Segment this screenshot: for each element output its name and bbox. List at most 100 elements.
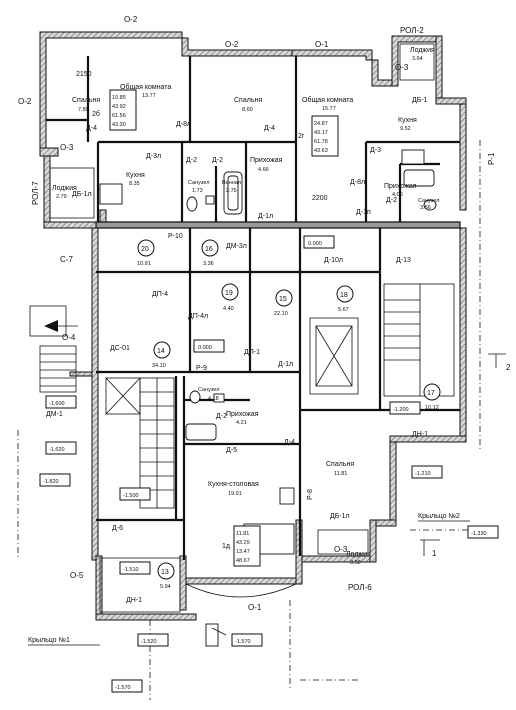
room-area: 1.73 xyxy=(192,188,203,194)
axis-tag: О-1 xyxy=(315,40,329,49)
svg-text:ДБ-1: ДБ-1 xyxy=(412,97,428,104)
svg-text:61.56: 61.56 xyxy=(112,113,126,119)
svg-text:17: 17 xyxy=(427,390,435,397)
room-name: Прихожая xyxy=(384,183,417,190)
svg-text:48.67: 48.67 xyxy=(236,558,250,564)
room-area: 4.66 xyxy=(258,167,269,173)
elevator-shaft xyxy=(309,317,359,395)
apartment-table-a: 10.85 43.92 61.56 43.30 2б xyxy=(92,89,137,131)
axis-tag: РОЛ-2 xyxy=(400,26,424,35)
axis-tag: О-3 xyxy=(334,545,348,554)
axis-tag: С-7 xyxy=(60,255,73,264)
svg-text:ДС-01: ДС-01 xyxy=(110,345,130,352)
room-area: 15.77 xyxy=(322,106,336,112)
svg-text:43.30: 43.30 xyxy=(112,122,126,128)
staircase-outer-left xyxy=(29,305,77,393)
svg-text:18: 18 xyxy=(340,292,348,299)
room-area: 11.81 xyxy=(334,471,347,477)
svg-text:15: 15 xyxy=(279,296,287,303)
svg-text:-1.820: -1.820 xyxy=(43,479,59,485)
room-name: Спальня xyxy=(326,461,354,468)
svg-text:ДМ-1: ДМ-1 xyxy=(46,411,63,418)
svg-text:Д-2: Д-2 xyxy=(386,197,397,204)
svg-text:Д-1п: Д-1п xyxy=(356,209,371,216)
axis-tag: О-2 xyxy=(124,15,138,24)
svg-text:-1.210: -1.210 xyxy=(415,471,431,477)
svg-text:-1.600: -1.600 xyxy=(49,401,65,407)
svg-text:10.85: 10.85 xyxy=(112,95,126,101)
misc-labels: Крыльцо №1 Крыльцо №2 1 2 xyxy=(28,320,511,647)
room-area: 7.80 xyxy=(78,107,89,113)
room-name: Прихожая xyxy=(226,411,259,418)
svg-text:43.17: 43.17 xyxy=(314,130,328,136)
level-marks: 0.000 0.000 -1.600 -1.620 -1.820 -1.500 … xyxy=(39,235,499,693)
svg-text:ДБ-1л: ДБ-1л xyxy=(72,191,92,198)
svg-text:ДБ-1л: ДБ-1л xyxy=(330,513,350,520)
svg-text:14: 14 xyxy=(157,348,165,355)
svg-text:2200: 2200 xyxy=(312,195,328,202)
svg-text:Д-1л: Д-1л xyxy=(258,213,273,220)
section-mark-2: 2 xyxy=(506,363,511,372)
svg-text:Д-10л: Д-10л xyxy=(324,257,343,264)
svg-text:0.000: 0.000 xyxy=(198,345,212,351)
svg-text:-1.620: -1.620 xyxy=(49,447,65,453)
room-area: 3.56 xyxy=(420,205,431,211)
room-area: 4.21 xyxy=(236,420,247,426)
svg-text:ДН-1: ДН-1 xyxy=(126,597,142,604)
room-area: 19.91 xyxy=(228,491,242,497)
room-area: 3.64 xyxy=(412,56,423,62)
room-name: Кухня-столовая xyxy=(208,481,259,488)
axis-tag: О-1 xyxy=(248,603,262,612)
axis-tag: О-3 xyxy=(60,143,74,152)
room-area: 4.00 xyxy=(392,192,403,198)
svg-text:16: 16 xyxy=(205,246,213,253)
axis-tag: О-5 xyxy=(70,571,84,580)
axis-tag: Р-1 xyxy=(487,152,496,165)
svg-text:Д-8л: Д-8л xyxy=(176,121,191,128)
fixtures xyxy=(99,149,437,555)
svg-text:2150: 2150 xyxy=(76,71,92,78)
svg-text:Д-4: Д-4 xyxy=(86,125,97,132)
svg-text:1д: 1д xyxy=(222,543,230,550)
porch-2-label: Крыльцо №2 xyxy=(418,513,460,520)
svg-text:19: 19 xyxy=(225,290,233,297)
svg-text:13: 13 xyxy=(161,569,169,576)
svg-text:43.29: 43.29 xyxy=(236,540,250,546)
svg-text:Д-4: Д-4 xyxy=(284,439,295,446)
svg-text:13.47: 13.47 xyxy=(236,549,250,555)
svg-text:ДМ-3л: ДМ-3л xyxy=(226,243,247,250)
svg-text:-1.570: -1.570 xyxy=(235,639,251,645)
axis-tag: О-2 xyxy=(225,40,239,49)
room-name: Кухня xyxy=(398,117,417,124)
room-area: 8.35 xyxy=(129,181,140,187)
svg-text:Д-3л: Д-3л xyxy=(146,153,161,160)
axis-tag: РОЛ-7 xyxy=(31,181,40,205)
svg-text:11.81: 11.81 xyxy=(236,531,249,537)
svg-text:22.10: 22.10 xyxy=(274,311,288,317)
svg-text:0.000: 0.000 xyxy=(308,241,322,247)
room-name: Общая комната xyxy=(120,83,171,91)
axis-tag: О-4 xyxy=(62,333,76,342)
svg-text:Д-1л: Д-1л xyxy=(278,361,293,368)
svg-text:4.40: 4.40 xyxy=(223,306,234,312)
room-area: 2.75 xyxy=(226,188,237,194)
room-name: Санузел xyxy=(418,198,439,204)
svg-text:Д-6: Д-6 xyxy=(112,525,123,532)
room-name: Общая комната xyxy=(302,96,353,104)
room-numbers: 20 10.91 16 3.36 19 4.40 15 22.10 18 5.6… xyxy=(137,239,441,590)
svg-text:Д-8л: Д-8л xyxy=(350,179,365,186)
apartment-table-b: 24.87 43.17 61.78 43.63 2г xyxy=(298,115,339,157)
room-name: Лоджия xyxy=(52,185,77,192)
svg-text:43.63: 43.63 xyxy=(314,148,328,154)
svg-text:Р-8: Р-8 xyxy=(307,489,314,500)
section-mark-1: 1 xyxy=(432,549,437,558)
room-name: Санузел xyxy=(198,387,219,393)
svg-text:5.94: 5.94 xyxy=(160,584,171,590)
svg-text:Р-10: Р-10 xyxy=(168,233,183,240)
room-labels: Спальня 7.80 Общая комната 13.77 Спальня… xyxy=(52,47,439,566)
svg-text:2г: 2г xyxy=(298,133,305,140)
room-name: Спальня xyxy=(234,97,262,104)
room-area: 4.18 xyxy=(208,396,219,402)
svg-text:3.36: 3.36 xyxy=(203,261,214,267)
